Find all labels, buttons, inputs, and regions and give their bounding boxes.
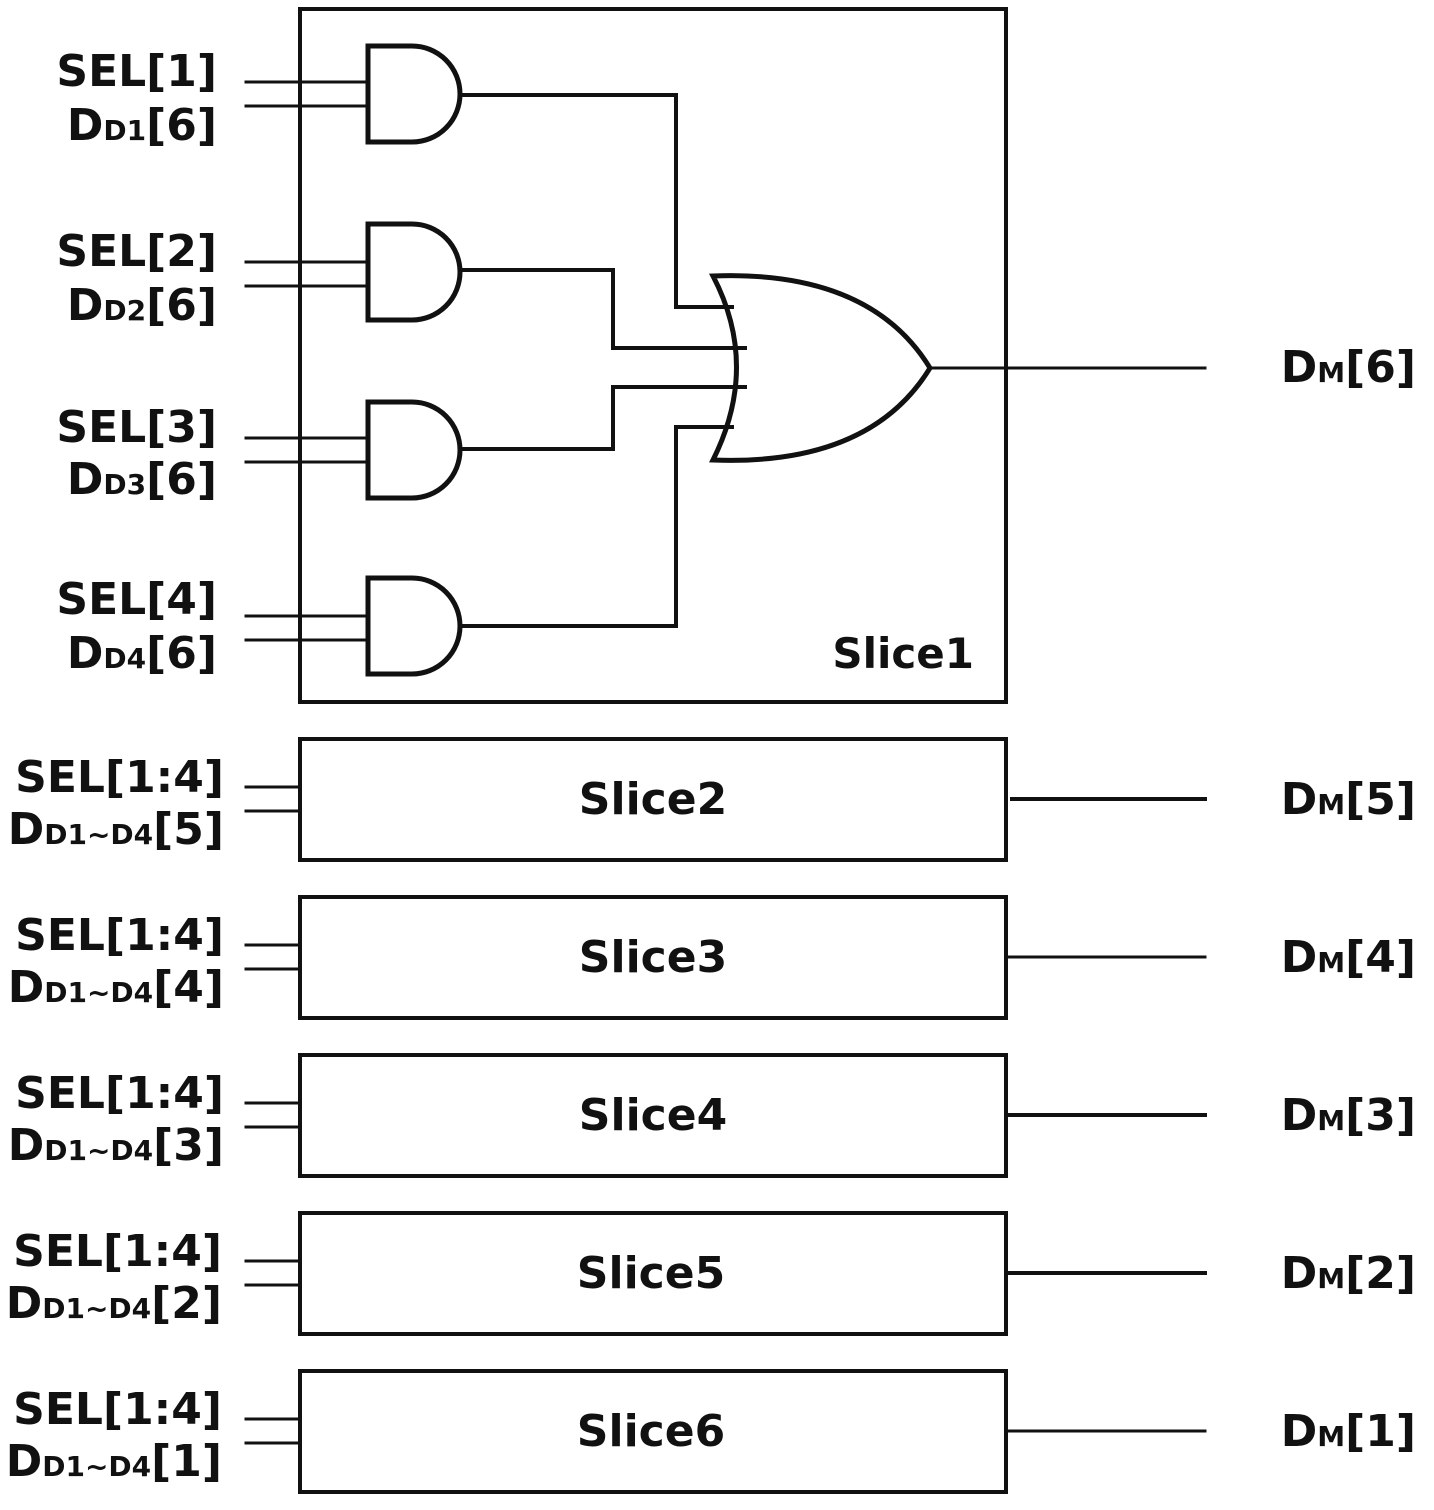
slice4-sel-label: SEL[1:4] — [15, 1068, 224, 1119]
slice-output-wires — [1004, 797, 1207, 1433]
output-label-slice1: DM[6] — [1281, 342, 1416, 393]
slice3-data-label: DD1~D4[4] — [8, 962, 224, 1013]
sel-label-3: SEL[3] — [56, 402, 217, 453]
and-gate-3 — [365, 399, 463, 501]
slice1-label: Slice1 — [832, 629, 974, 678]
sel-label-2: SEL[2] — [56, 226, 217, 277]
slice5-label: Slice5 — [577, 1248, 725, 1299]
slice5-data-label: DD1~D4[2] — [6, 1278, 222, 1329]
or-gate — [708, 273, 933, 463]
slice3-output-label: DM[4] — [1281, 932, 1416, 983]
slice4-data-label: DD1~D4[3] — [8, 1120, 224, 1171]
slice2-sel-label: SEL[1:4] — [15, 752, 224, 803]
slice5-output-label: DM[2] — [1281, 1248, 1416, 1299]
slice2-box — [298, 737, 1008, 862]
and-to-or-wires — [460, 93, 747, 628]
slice6-label: Slice6 — [577, 1406, 725, 1457]
data-label-3: DD3[6] — [67, 454, 217, 505]
slice1-box — [298, 7, 1008, 704]
slice2-label: Slice2 — [579, 774, 727, 825]
slice6-sel-label: SEL[1:4] — [13, 1384, 222, 1435]
slice4-label: Slice4 — [579, 1090, 727, 1141]
slice1-input-wires — [244, 80, 370, 642]
slice3-label: Slice3 — [579, 932, 727, 983]
slice2-output-label: DM[5] — [1281, 774, 1416, 825]
data-label-4: DD4[6] — [67, 628, 217, 679]
slice-input-wires — [244, 785, 302, 1445]
sel-label-4: SEL[4] — [56, 574, 217, 625]
slice6-data-label: DD1~D4[1] — [6, 1436, 222, 1487]
sel-label-1: SEL[1] — [56, 46, 217, 97]
slice3-sel-label: SEL[1:4] — [15, 910, 224, 961]
and-gate-1 — [365, 43, 463, 145]
data-label-1: DD1[6] — [67, 100, 217, 151]
slice5-sel-label: SEL[1:4] — [13, 1226, 222, 1277]
slice2-data-label: DD1~D4[5] — [8, 804, 224, 855]
slice4-output-label: DM[3] — [1281, 1090, 1416, 1141]
and-gate-4 — [365, 575, 463, 677]
slice6-output-label: DM[1] — [1281, 1406, 1416, 1457]
and-gate-2 — [365, 221, 463, 323]
data-label-2: DD2[6] — [67, 280, 217, 331]
